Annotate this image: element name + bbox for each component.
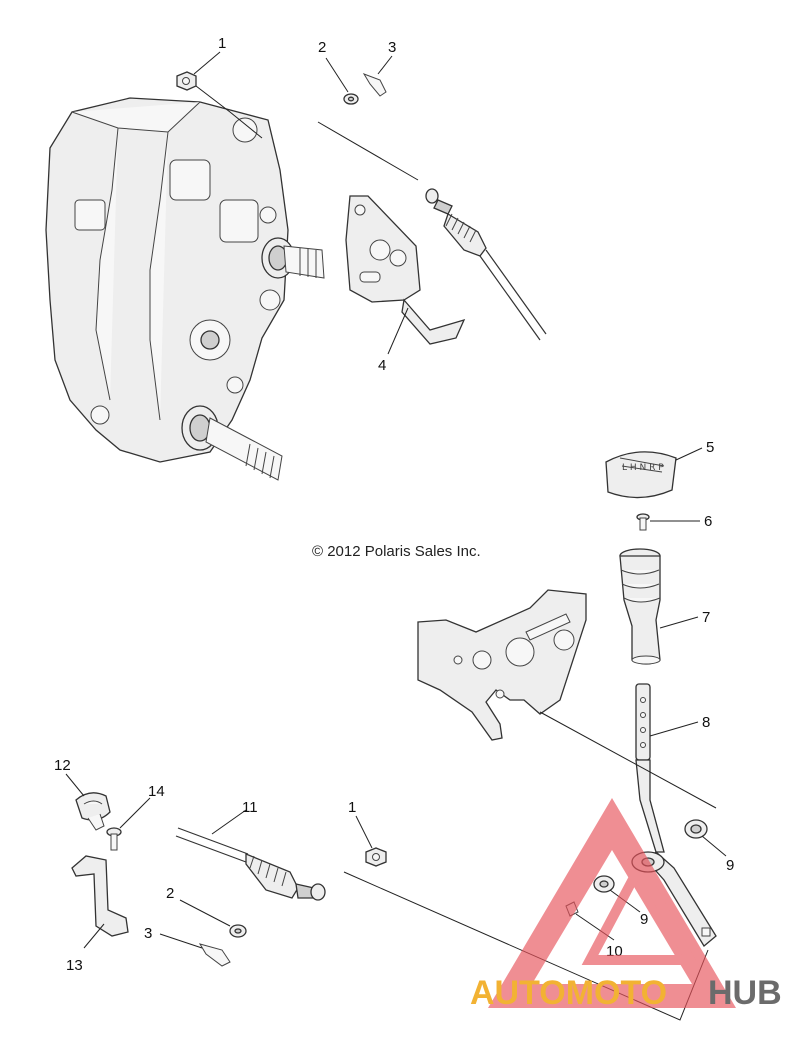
callout-12: 12 [54,757,71,774]
knob-screw [636,513,650,531]
watermark-text-hub: HUB [708,974,782,1012]
callout-9-left: 9 [640,911,648,928]
callout-8: 8 [702,714,710,731]
cable-bracket [71,855,129,937]
shift-cable-lower [175,827,326,901]
shifter-mount-bracket [417,589,587,741]
watermark-text-automoto: AUTOMOTO [470,974,667,1012]
callout-1-top: 1 [218,35,226,52]
callout-2-top: 2 [318,39,326,56]
callout-2-lower: 2 [166,885,174,902]
callout-5: 5 [706,439,714,456]
clip-lower [198,943,231,967]
shift-knob-boot [619,548,661,665]
callout-3-lower: 3 [144,925,152,942]
callout-3-top: 3 [388,39,396,56]
cable-clamp [75,792,111,831]
callout-6: 6 [704,513,712,530]
callout-13: 13 [66,957,83,974]
callout-1-lower: 1 [348,799,356,816]
watermark-logo [488,798,736,1008]
callout-4: 4 [378,357,386,374]
shift-knob-cap: L H N R P [605,451,677,499]
pivot-bushing-right [684,819,708,839]
callout-7: 7 [702,609,710,626]
callout-11: 11 [242,799,258,816]
clip-top [362,73,387,97]
mounting-bracket [345,195,466,345]
mounting-screw [106,827,122,851]
shift-cable-upper [425,188,547,341]
callout-9-right: 9 [726,857,734,874]
callout-14: 14 [148,783,165,800]
transmission-gearcase [45,97,325,481]
svg-text:L H N R P: L H N R P [622,463,664,473]
copyright-text: © 2012 Polaris Sales Inc. [312,543,481,560]
pivot-bushing-left [593,875,615,893]
